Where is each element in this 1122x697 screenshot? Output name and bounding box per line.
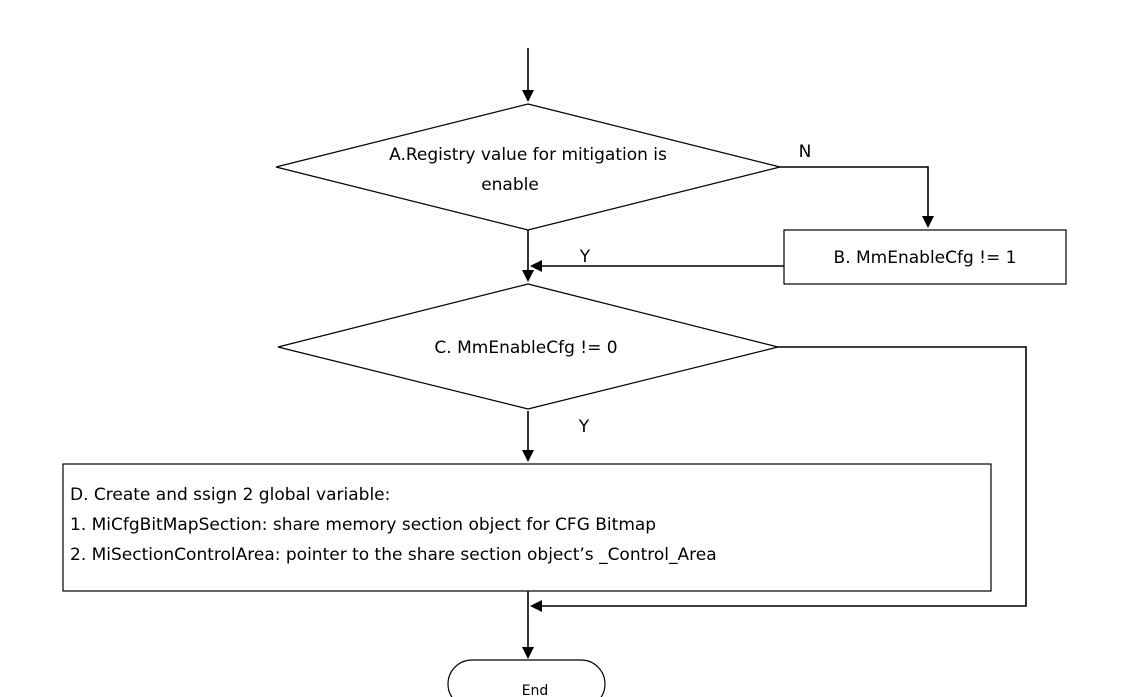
a-no-connector <box>780 166 934 228</box>
decision-c-shape <box>277 283 779 410</box>
c-no-connector <box>530 346 1027 612</box>
decision-a-label-line2: enable <box>481 175 539 195</box>
process-b-shape <box>783 229 1067 285</box>
process-d-shape <box>62 463 992 592</box>
process-b-label: B. MmEnableCfg != 1 <box>834 248 1017 268</box>
end-terminator-shape <box>447 659 606 697</box>
edge-label-a-no: N <box>799 142 812 162</box>
decision-c-label: C. MmEnableCfg != 0 <box>434 338 617 358</box>
process-d-label-line2: 1. MiCfgBitMapSection: share memory sect… <box>70 515 656 535</box>
end-label: End <box>522 683 549 697</box>
process-d-label-line1: D. Create and ssign 2 global variable: <box>70 485 390 505</box>
process-d-label-line3: 2. MiSectionControlArea: pointer to the … <box>70 545 717 565</box>
edge-label-c-yes: Y <box>578 417 590 437</box>
decision-a-label-line1: A.Registry value for mitigation is <box>389 145 667 165</box>
edge-label-b-yes: Y <box>579 247 591 267</box>
decision-a-shape <box>275 103 781 231</box>
